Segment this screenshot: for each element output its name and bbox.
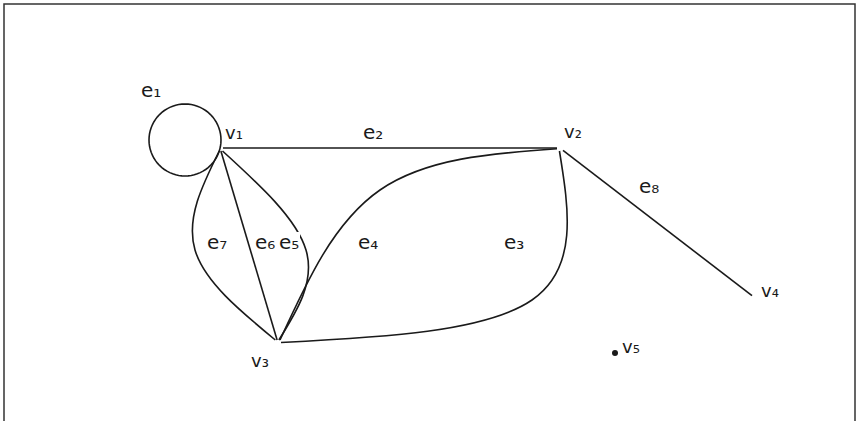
edge-label: e₃: [503, 232, 525, 252]
graph-vertex: v₂: [557, 145, 563, 151]
vertex-label: v₁: [224, 124, 244, 142]
edge-label: e₁: [140, 80, 162, 100]
graph-edge: [281, 151, 567, 342]
graph-vertex: v₄: [752, 295, 758, 301]
edge-label: e₆: [254, 232, 276, 252]
graph-edge: [223, 147, 557, 149]
graph-edge: [563, 150, 752, 295]
graph-vertex: v₃: [275, 340, 281, 346]
graph-edge: [223, 151, 309, 340]
edge-label: e₇: [206, 232, 228, 252]
frame-border: [4, 4, 855, 421]
vertex-label: v₄: [760, 282, 780, 300]
graph-vertex: v₁: [217, 145, 223, 151]
vertex-label: v₅: [621, 338, 641, 356]
edge-label: e₂: [362, 122, 384, 142]
edge-label: e₅: [278, 232, 300, 252]
vertex-label: v₃: [250, 352, 270, 370]
graph-vertex: v₅: [612, 350, 618, 356]
vertex-label: v₂: [563, 123, 583, 141]
graph-edge: [221, 151, 277, 340]
edge-label: e₈: [638, 176, 660, 196]
edge-label: e₄: [357, 232, 379, 252]
graph-edge: [280, 149, 557, 340]
graph-edge: [149, 104, 221, 176]
